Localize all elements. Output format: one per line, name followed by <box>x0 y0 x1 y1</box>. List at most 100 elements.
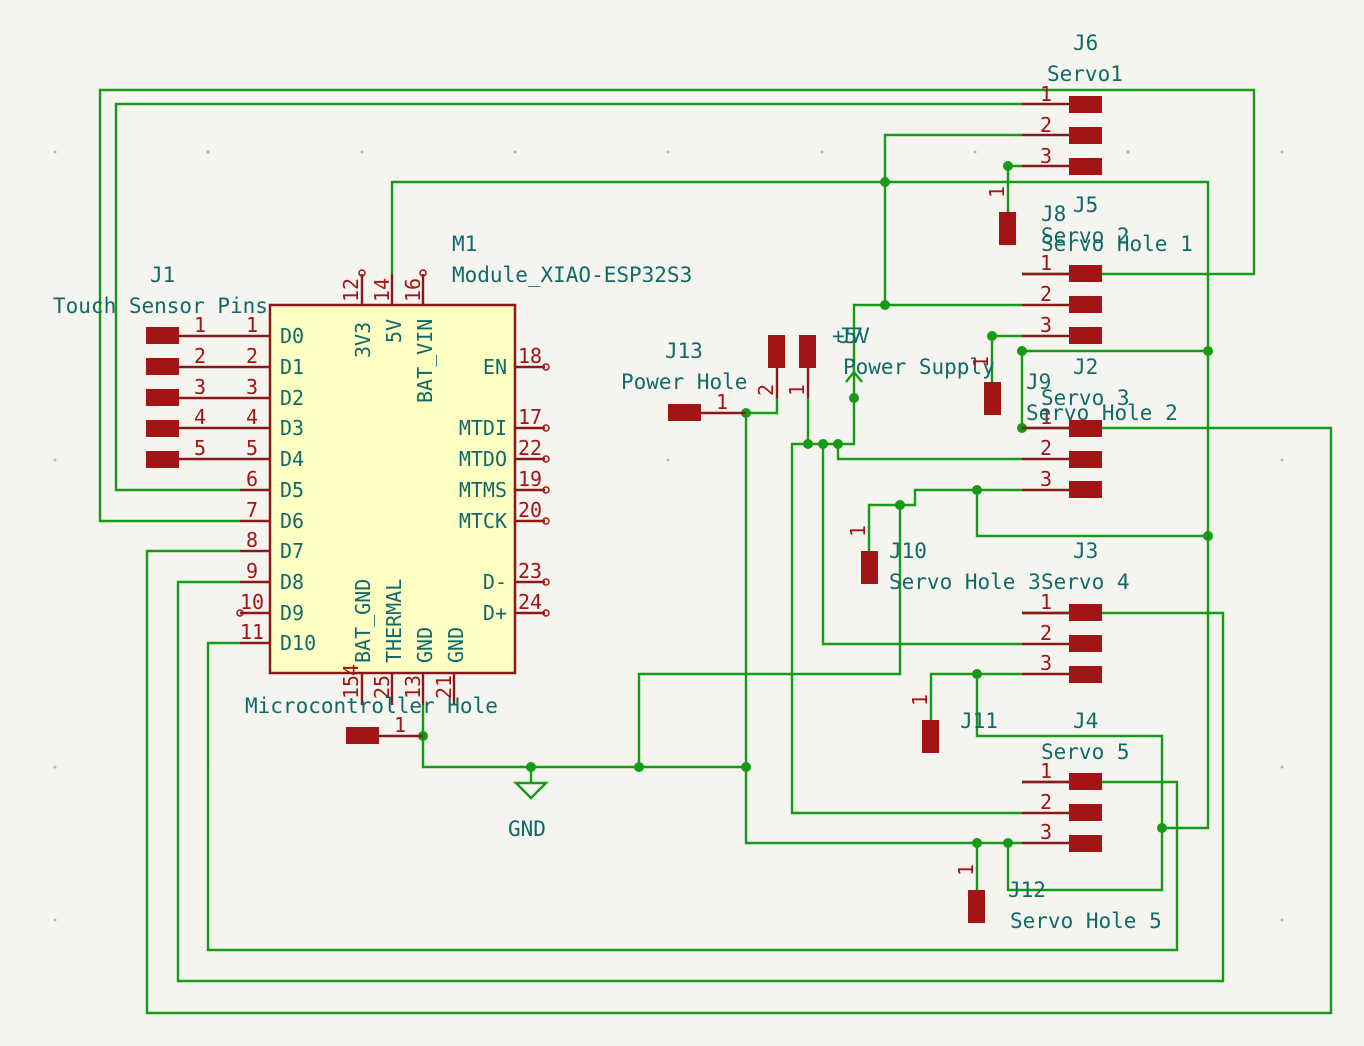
m1-pin-num: 9 <box>246 559 258 583</box>
hole-j11[interactable]: 1 J11 <box>908 694 998 753</box>
servo-j3[interactable]: J3 Servo 4 1 2 3 <box>1022 539 1130 683</box>
m1-top-pins <box>358 269 427 305</box>
hole-pin-num: 1 <box>969 356 993 368</box>
j7-overlap-label: +5V <box>832 324 870 348</box>
servo-pin-num: 3 <box>1040 313 1052 337</box>
m1-pin-num: 8 <box>246 528 258 552</box>
m1-pin-name: D4 <box>280 447 304 471</box>
m1-hole-pad <box>346 727 379 744</box>
m1-pin-name: D7 <box>280 539 304 563</box>
m1-pin-num: 7 <box>246 498 258 522</box>
m1-pin-name: GND <box>444 627 468 663</box>
j1-pin4-pad <box>146 420 179 437</box>
m1-pin-name: D9 <box>280 601 304 625</box>
m1-pin-num: 13 <box>401 675 425 699</box>
servo-j2[interactable]: J2 Servo 3 1 2 3 <box>1022 355 1130 498</box>
m1-pin-name: D+ <box>483 601 507 625</box>
m1-pin-num: 25 <box>370 675 394 699</box>
servo-pin-num: 2 <box>1040 790 1052 814</box>
module-m1[interactable]: M1 Module_XIAO-ESP32S3 1 2 3 4 5 6 7 8 9… <box>236 232 692 744</box>
servo-value: Servo 3 <box>1041 386 1130 410</box>
servo-value: Servo 4 <box>1041 570 1130 594</box>
m1-pin-name: 3V3 <box>351 322 375 358</box>
m1-pin-name: THERMAL <box>382 579 406 663</box>
m1-pin-name: D5 <box>280 478 304 502</box>
m1-pin-name: D6 <box>280 509 304 533</box>
m1-bottom-pins <box>360 673 456 705</box>
m1-pin-name: D- <box>483 570 507 594</box>
j1-pin-num: 2 <box>194 344 206 368</box>
m1-left-pins <box>236 334 270 645</box>
hole-j9[interactable]: 1 J9 Servo Hole 2 <box>969 356 1178 425</box>
hole-j10[interactable]: 1 J10 Servo Hole 3 <box>846 525 1041 594</box>
j13-value: Power Hole <box>621 370 747 394</box>
m1-pin-num: 6 <box>246 467 258 491</box>
m1-hole-pin-num: 1 <box>394 713 406 737</box>
m1-pin-num: 15 <box>339 675 363 699</box>
servo-ref: J6 <box>1073 31 1098 55</box>
m1-ref: M1 <box>452 232 477 256</box>
m1-pin-name: MTMS <box>459 478 507 502</box>
m1-pin-name: D10 <box>280 631 316 655</box>
m1-pin-name: 5V <box>382 319 406 343</box>
j1-value: Touch Sensor Pins <box>53 294 268 318</box>
servo-j5[interactable]: J5 Servo 2 1 2 3 <box>1022 193 1130 344</box>
hole-ref: J12 <box>1008 878 1046 902</box>
servo-j4[interactable]: J4 Servo 5 1 2 3 <box>1022 709 1130 852</box>
m1-pin-num: 19 <box>518 467 542 491</box>
servo-pin-num: 3 <box>1040 820 1052 844</box>
servo-value: Servo 2 <box>1041 224 1130 248</box>
m1-pin-name: D2 <box>280 386 304 410</box>
m1-pin-num: 14 <box>370 278 394 302</box>
gnd-label: GND <box>508 817 546 841</box>
m1-value: Module_XIAO-ESP32S3 <box>452 263 692 287</box>
j1-pin-num: 1 <box>194 313 206 337</box>
connector-j1[interactable]: J1 Touch Sensor Pins 1 2 3 4 5 <box>53 263 268 468</box>
j7-pin-num: 1 <box>785 384 809 396</box>
m1-pin-name: GND <box>413 627 437 663</box>
m1-pin-num: 23 <box>518 559 542 583</box>
j1-pin2-pad <box>146 358 179 375</box>
j7-pin-num: 2 <box>754 384 778 396</box>
j7-pin1-pad <box>799 335 816 368</box>
m1-pin-num: 24 <box>518 590 542 614</box>
servo-pin-num: 3 <box>1040 651 1052 675</box>
connector-j7[interactable]: 2 1 J7 +5V Power Supply <box>754 324 995 398</box>
servo-pin-num: 3 <box>1040 467 1052 491</box>
power-flag-icon <box>845 370 863 383</box>
m1-pin-name: D8 <box>280 570 304 594</box>
m1-pin-num: 10 <box>240 590 264 614</box>
m1-pin-name: MTDI <box>459 416 507 440</box>
ground-icon <box>513 781 549 800</box>
servo-pin-num: 2 <box>1040 436 1052 460</box>
gnd-symbol[interactable]: GND <box>508 781 549 841</box>
m1-pin-num: 20 <box>518 498 542 522</box>
m1-pin-name: BAT_VIN <box>413 319 437 403</box>
servo-pin-num: 3 <box>1040 144 1052 168</box>
servo-value: Servo1 <box>1047 62 1123 86</box>
servo-j6[interactable]: J6 Servo1 1 2 3 <box>1022 31 1123 175</box>
j1-pin5-pad <box>146 451 179 468</box>
m1-pin-num: 12 <box>339 278 363 302</box>
m1-right-pins <box>515 363 550 617</box>
hole-pin-num: 1 <box>954 864 978 876</box>
hole-ref: J10 <box>889 539 927 563</box>
hole-j12[interactable]: 1 J12 Servo Hole 5 <box>954 864 1162 933</box>
m1-pin-num: 22 <box>518 436 542 460</box>
servo-ref: J2 <box>1073 355 1098 379</box>
m1-pin-num: 5 <box>246 436 258 460</box>
servo-ref: J5 <box>1073 193 1098 217</box>
servo-value: Servo 5 <box>1041 740 1130 764</box>
connector-j13[interactable]: J13 Power Hole 1 <box>621 339 747 421</box>
m1-pin-name: EN <box>483 355 507 379</box>
j7-pin2-pad <box>768 335 785 368</box>
wires <box>98 88 1333 1015</box>
hole-value: Servo Hole 2 <box>1026 401 1178 425</box>
hole-pin-num: 1 <box>846 525 870 537</box>
servo-pin-num: 2 <box>1040 621 1052 645</box>
servo-pin-num: 2 <box>1040 282 1052 306</box>
hole-j8[interactable]: 1 J8 Servo Hole 1 <box>985 186 1193 256</box>
m1-pin-num: 2 <box>246 344 258 368</box>
